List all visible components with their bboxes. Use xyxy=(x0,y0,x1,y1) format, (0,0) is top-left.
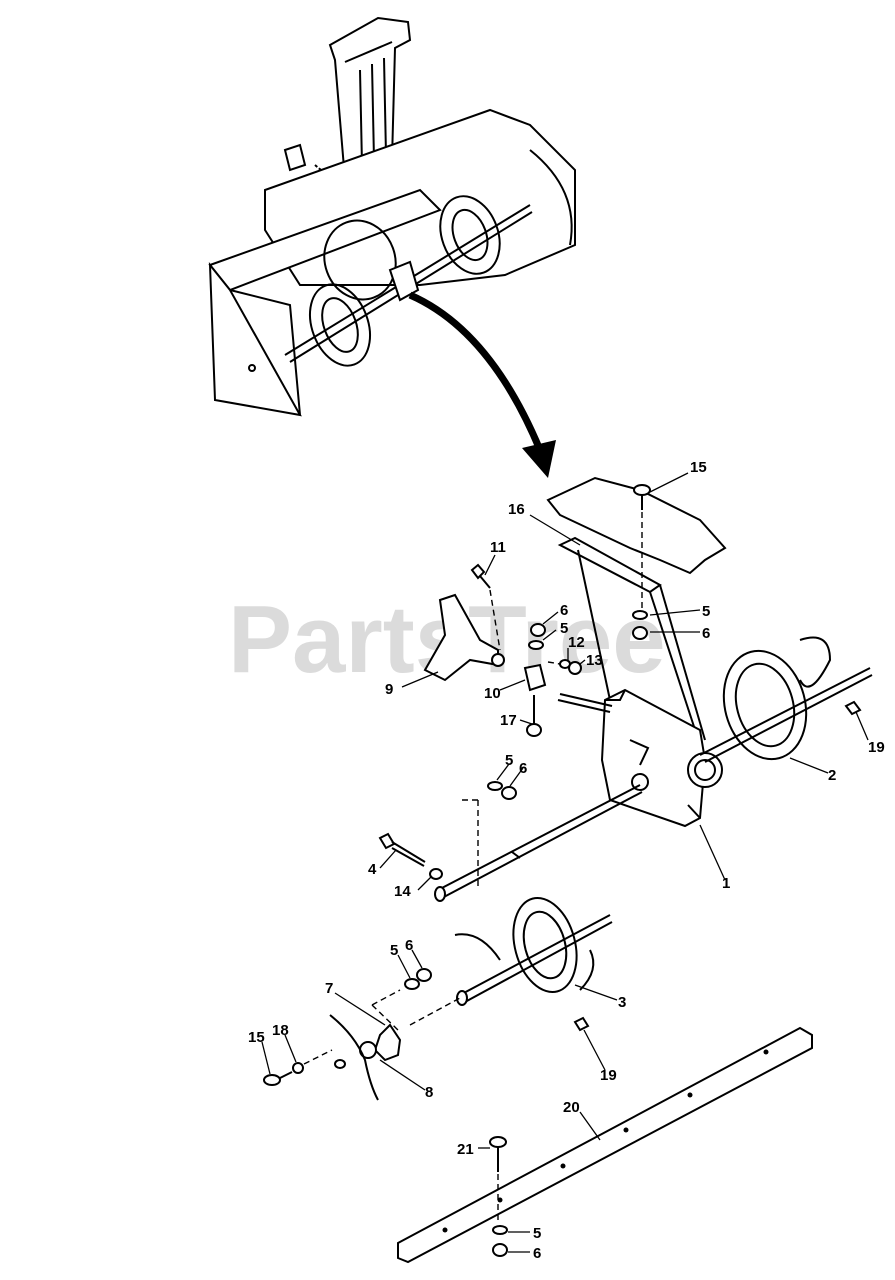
callout-10: 10 xyxy=(484,685,501,702)
callout-6-upper: 6 xyxy=(560,602,568,619)
callout-5-right: 5 xyxy=(702,603,710,620)
snow-thrower-housing xyxy=(208,16,576,417)
right-auger xyxy=(699,636,873,763)
callout-3: 3 xyxy=(618,994,626,1011)
callout-labels: 15 16 11 6 5 5 6 12 13 9 10 17 19 2 5 6 … xyxy=(248,459,885,1262)
callout-5-mid: 5 xyxy=(505,752,513,769)
bearing-block xyxy=(523,663,547,692)
callout-8: 8 xyxy=(425,1084,433,1101)
leader-lines xyxy=(261,472,869,1253)
callout-6-bottom: 6 xyxy=(533,1245,541,1262)
callout-5-upper: 5 xyxy=(560,620,568,637)
callout-18: 18 xyxy=(272,1022,289,1039)
bearing-flange xyxy=(329,1014,402,1101)
callout-20: 20 xyxy=(563,1099,580,1116)
left-auger xyxy=(454,896,613,1006)
callout-14: 14 xyxy=(394,883,411,900)
callout-6-right: 6 xyxy=(702,625,710,642)
detail-arrow xyxy=(408,291,556,478)
callout-5-bottom: 5 xyxy=(533,1225,541,1242)
hardware xyxy=(263,484,862,1257)
callout-15-top: 15 xyxy=(690,459,707,476)
callout-6-mid: 6 xyxy=(519,760,527,777)
callout-21: 21 xyxy=(457,1141,474,1158)
callout-12: 12 xyxy=(568,634,585,651)
callout-11: 11 xyxy=(490,539,506,556)
input-shaft xyxy=(557,699,611,713)
gearbox-housing xyxy=(600,688,723,828)
support-bracket xyxy=(557,536,706,746)
callout-2: 2 xyxy=(828,767,836,784)
auger-shaft xyxy=(434,784,643,902)
callout-7: 7 xyxy=(325,980,333,997)
callout-19-lower: 19 xyxy=(600,1067,617,1084)
drive-adapter xyxy=(423,593,505,682)
callout-6-lower: 6 xyxy=(405,937,413,954)
callout-16: 16 xyxy=(508,501,525,518)
callout-13: 13 xyxy=(586,652,603,669)
callout-1: 1 xyxy=(722,875,730,892)
callout-5-lower: 5 xyxy=(390,942,398,959)
callout-15-lower: 15 xyxy=(248,1029,265,1046)
frame-cutaway xyxy=(546,476,727,575)
callout-17: 17 xyxy=(500,712,517,729)
scraper-bar xyxy=(397,1026,813,1264)
callout-9: 9 xyxy=(385,681,393,698)
callout-19-right: 19 xyxy=(868,739,885,756)
callout-4: 4 xyxy=(368,861,377,878)
